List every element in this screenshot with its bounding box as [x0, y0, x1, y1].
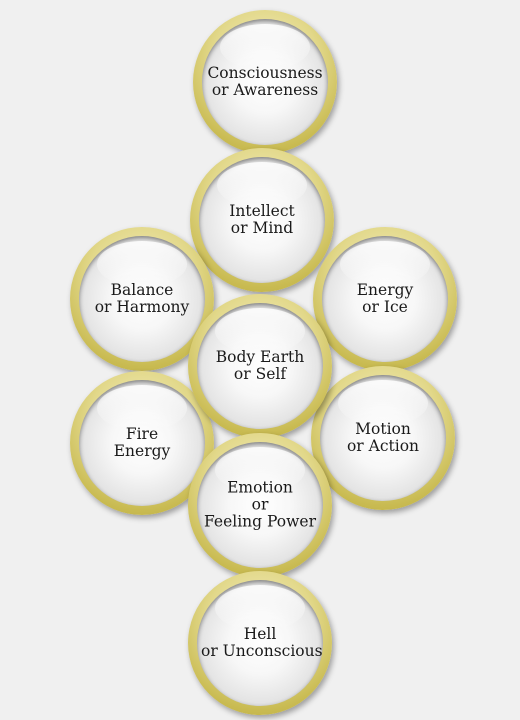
node-gloss [217, 162, 307, 208]
node-body-earth: Body Earth or Self [188, 294, 332, 438]
node-energy-ice: Energy or Ice [313, 227, 457, 371]
node-emotion: Emotion or Feeling Power [188, 433, 332, 577]
node-label-line: or Action [346, 437, 420, 455]
node-gloss [220, 24, 310, 70]
node-face: Intellect or Mind [199, 157, 325, 283]
node-label-line: Motion [355, 420, 411, 438]
node-label-line: or Ice [362, 298, 408, 316]
node-label: Hell or Unconscious [201, 625, 323, 660]
node-gloss [97, 385, 187, 431]
node-face: Hell or Unconscious [197, 580, 323, 706]
node-face: Balance or Harmony [79, 236, 205, 362]
node-label-line: or Harmony [94, 298, 190, 316]
node-label: Intellect or Mind [203, 203, 321, 237]
node-label-line: Body Earth [215, 348, 305, 366]
node-label-line: Fire [125, 425, 159, 443]
node-gloss [215, 308, 305, 354]
node-consciousness: Consciousness or Awareness [193, 10, 337, 154]
node-label-line: Emotion [227, 478, 293, 497]
node-label-line: Intellect [229, 202, 295, 220]
node-label-line: Balance [110, 281, 174, 299]
node-face: Energy or Ice [322, 236, 448, 362]
node-label-line: Consciousness [207, 64, 323, 82]
node-label: Consciousness or Awareness [206, 65, 324, 99]
node-hell: Hell or Unconscious [188, 571, 332, 715]
node-face: Fire Energy [79, 380, 205, 506]
node-face: Motion or Action [320, 375, 446, 501]
node-face: Consciousness or Awareness [202, 19, 328, 145]
node-label-line: Energy [356, 281, 414, 299]
node-balance: Balance or Harmony [70, 227, 214, 371]
node-label-line: or Unconscious [201, 642, 323, 660]
node-motion: Motion or Action [311, 366, 455, 510]
node-gloss [340, 241, 430, 287]
node-label-line: or Mind [230, 219, 294, 237]
node-label-line: or Self [233, 365, 287, 383]
node-label: Emotion or Feeling Power [201, 478, 319, 531]
node-gloss [215, 447, 305, 493]
node-label: Motion or Action [324, 421, 442, 455]
node-label-line: or [251, 495, 269, 514]
node-gloss [97, 241, 187, 287]
node-label-line: Energy [113, 442, 171, 460]
node-gloss [338, 380, 428, 426]
node-label-line: Feeling Power [204, 512, 316, 531]
node-face: Body Earth or Self [197, 303, 323, 429]
node-label: Fire Energy [83, 426, 201, 460]
node-label: Body Earth or Self [201, 349, 319, 383]
node-label: Balance or Harmony [83, 282, 201, 316]
node-label: Energy or Ice [326, 282, 444, 316]
node-label-line: Hell [243, 625, 277, 643]
node-intellect: Intellect or Mind [190, 148, 334, 292]
node-label-line: or Awareness [211, 81, 319, 99]
node-face: Emotion or Feeling Power [197, 442, 323, 568]
node-gloss [215, 585, 305, 631]
